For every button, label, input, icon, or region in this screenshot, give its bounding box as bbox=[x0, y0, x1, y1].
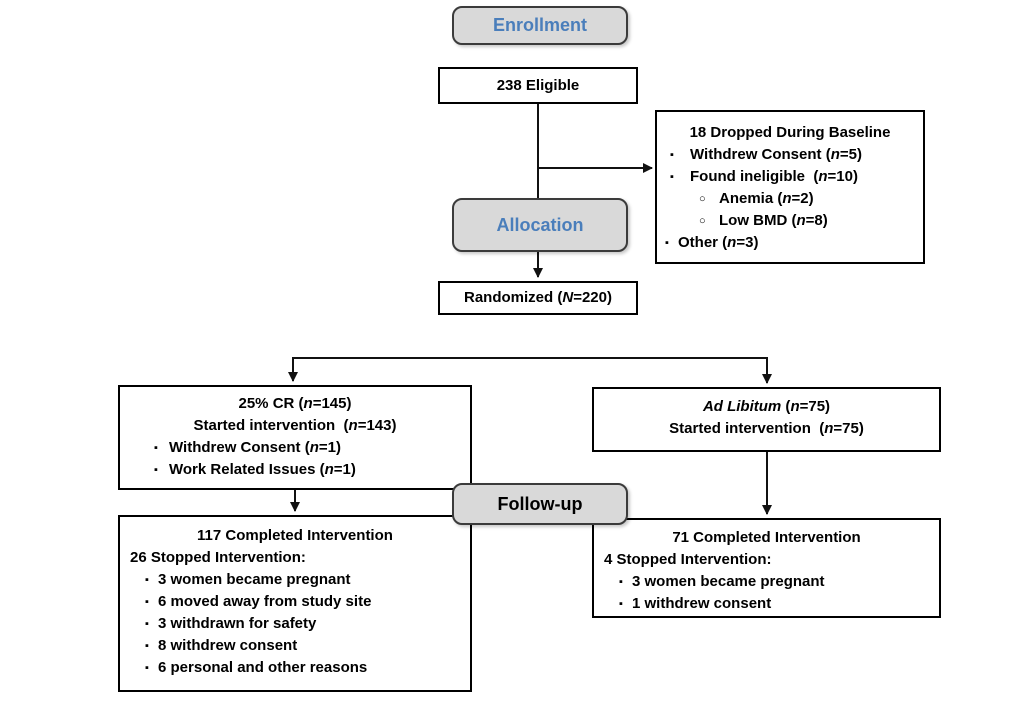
cr-stopped-text: 26 Stopped Intervention: bbox=[130, 549, 306, 566]
bullet-circle-icon: ○ bbox=[699, 193, 706, 205]
eligible-box: 238 Eligible bbox=[438, 67, 638, 104]
dropped-title: 18 Dropped During Baseline bbox=[689, 124, 891, 141]
cr-completed-text: 117 Completed Intervention bbox=[197, 527, 393, 544]
bullet-item: ▪ 3 women became pregnant bbox=[594, 571, 939, 593]
bullet-item-text: Work Related Issues (n=1) bbox=[169, 461, 356, 478]
bullet-item: ▪ Withdrew Consent (n=5) bbox=[665, 144, 915, 166]
bullet-square-icon: ▪ bbox=[665, 237, 669, 249]
bullet-item-text: Withdrew Consent (n=5) bbox=[690, 146, 862, 163]
bullet-item: ▪ 1 withdrew consent bbox=[594, 593, 939, 615]
bullet-item: ○ Low BMD (n=8) bbox=[665, 210, 915, 232]
bullet-item-text: 8 withdrew consent bbox=[158, 637, 298, 654]
bullet-circle-icon: ○ bbox=[699, 215, 706, 227]
bullet-square-icon: ▪ bbox=[619, 598, 623, 610]
bullet-item: ▪ 3 women became pregnant bbox=[120, 569, 470, 591]
cr-arm-title: 25% CR (n=145) bbox=[238, 395, 352, 412]
cr-arm-started: Started intervention (n=143) bbox=[193, 417, 397, 434]
bullet-item-text: 6 moved away from study site bbox=[158, 593, 372, 610]
bullet-item-text: 6 personal and other reasons bbox=[158, 659, 368, 676]
bullet-item: ▪ 6 personal and other reasons bbox=[120, 657, 470, 679]
bullet-item-text: Low BMD (n=8) bbox=[719, 212, 828, 229]
adlib-arm-title: Ad Libitum (n=75) bbox=[702, 398, 831, 415]
adlib-stopped-list: ▪ 3 women became pregnant ▪ 1 withdrew c… bbox=[594, 571, 939, 615]
bullet-item: ▪ 3 withdrawn for safety bbox=[120, 613, 470, 635]
bullet-item: ▪ 8 withdrew consent bbox=[120, 635, 470, 657]
dropped-during-baseline-box: 18 Dropped During Baseline ▪ Withdrew Co… bbox=[655, 110, 925, 264]
bullet-item-text: Withdrew Consent (n=1) bbox=[169, 439, 341, 456]
bullet-item: ▪ 6 moved away from study site bbox=[120, 591, 470, 613]
bullet-square-icon: ▪ bbox=[619, 576, 623, 588]
randomized-box: Randomized (N=220) bbox=[438, 281, 638, 315]
bullet-item-text: Found ineligible (n=10) bbox=[690, 168, 858, 185]
enrollment-stage-box: Enrollment bbox=[452, 6, 628, 45]
cr-outcome-box: 117 Completed Intervention 26 Stopped In… bbox=[118, 515, 472, 692]
bullet-square-icon: ▪ bbox=[154, 442, 158, 454]
cr-stopped-list: ▪ 3 women became pregnant ▪ 6 moved away… bbox=[120, 569, 470, 679]
bullet-item-text: 1 withdrew consent bbox=[632, 595, 772, 612]
randomized-text: Randomized (N=220) bbox=[464, 289, 612, 306]
followup-stage-label: Follow-up bbox=[497, 493, 583, 514]
bullet-item-text: 3 women became pregnant bbox=[632, 573, 825, 590]
eligible-text: 238 Eligible bbox=[496, 76, 580, 94]
bullet-item: ▪ Other (n=3) bbox=[665, 232, 915, 254]
bullet-square-icon: ▪ bbox=[145, 662, 149, 674]
followup-stage-box: Follow-up bbox=[452, 483, 628, 525]
allocation-stage-box: Allocation bbox=[452, 198, 628, 252]
cr-arm-box: 25% CR (n=145) Started intervention (n=1… bbox=[118, 385, 472, 490]
bullet-item: ▪ Work Related Issues (n=1) bbox=[120, 459, 470, 481]
bullet-square-icon: ▪ bbox=[145, 574, 149, 586]
bullet-item: ○ Anemia (n=2) bbox=[665, 188, 915, 210]
adlib-stopped-text: 4 Stopped Intervention: bbox=[604, 551, 772, 568]
bullet-item-text: Anemia (n=2) bbox=[719, 190, 814, 207]
bullet-item-text: Other (n=3) bbox=[678, 234, 759, 251]
bullet-square-icon: ▪ bbox=[145, 596, 149, 608]
bullet-square-icon: ▪ bbox=[670, 149, 674, 161]
allocation-stage-label: Allocation bbox=[496, 214, 584, 235]
bullet-square-icon: ▪ bbox=[145, 618, 149, 630]
bullet-item: ▪ Withdrew Consent (n=1) bbox=[120, 437, 470, 459]
adlib-completed-text: 71 Completed Intervention bbox=[672, 529, 861, 546]
enrollment-stage-label: Enrollment bbox=[492, 15, 587, 35]
adlib-outcome-box: 71 Completed Intervention 4 Stopped Inte… bbox=[592, 518, 941, 618]
cr-arm-list: ▪ Withdrew Consent (n=1) ▪ Work Related … bbox=[120, 437, 470, 481]
bullet-square-icon: ▪ bbox=[145, 640, 149, 652]
bullet-item-text: 3 women became pregnant bbox=[158, 571, 351, 588]
bullet-item: ▪ Found ineligible (n=10) bbox=[665, 166, 915, 188]
bullet-square-icon: ▪ bbox=[670, 171, 674, 183]
dropped-reason-list: ▪ Withdrew Consent (n=5) ▪ Found ineligi… bbox=[665, 144, 915, 254]
adlib-arm-box: Ad Libitum (n=75) Started intervention (… bbox=[592, 387, 941, 452]
adlib-arm-started: Started intervention (n=75) bbox=[669, 420, 864, 437]
bullet-square-icon: ▪ bbox=[154, 464, 158, 476]
bullet-item-text: 3 withdrawn for safety bbox=[158, 615, 317, 632]
